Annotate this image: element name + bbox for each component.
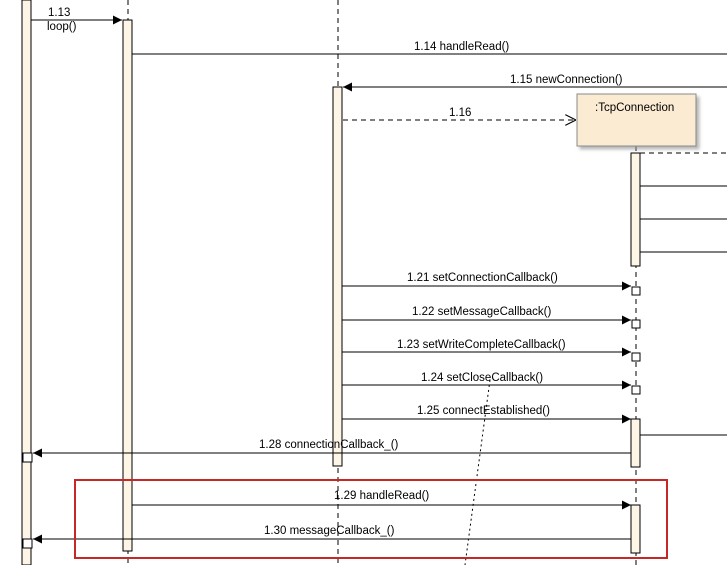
message-label-1-15: 1.15 newConnection() (510, 74, 623, 86)
message-label-1-30: 1.30 messageCallback_() (264, 525, 395, 537)
tcpconnection-object-box (576, 93, 697, 147)
exec-box-1-24 (631, 385, 641, 395)
message-label-1-25: 1.25 connectEstablished() (417, 405, 550, 417)
exec-box-1-21 (631, 286, 641, 296)
activation-bar-tcp-a (630, 152, 641, 267)
highlight-box (74, 479, 668, 559)
exec-box-1-30 (22, 538, 33, 549)
message-label-1-23: 1.23 setWriteCompleteCallback() (397, 339, 566, 351)
message-label-1-21: 1.21 setConnectionCallback() (407, 272, 558, 284)
message-label-1-28: 1.28 connectionCallback_() (259, 439, 399, 451)
exec-box-1-23 (631, 352, 641, 362)
message-label-1-24: 1.24 setCloseCallback() (421, 372, 543, 384)
message-label-1-29: 1.29 handleRead() (334, 490, 429, 502)
tcpconnection-object-label: :TcpConnection (595, 102, 674, 114)
message-label-1-13-number: 1.13 (48, 7, 70, 19)
activation-bar-1 (21, 0, 32, 565)
message-label-1-16: 1.16 (449, 107, 471, 119)
activation-bar-3 (332, 86, 343, 467)
exec-box-1-28 (22, 452, 33, 463)
message-label-1-22: 1.22 setMessageCallback() (412, 306, 552, 318)
note-connector (464, 379, 491, 565)
message-label-1-14: 1.14 handleRead() (414, 41, 509, 53)
activation-bar-tcp-c (630, 504, 641, 554)
message-label-1-13-name: loop() (47, 21, 77, 33)
exec-box-1-22 (631, 319, 641, 329)
activation-bar-tcp-b (630, 418, 641, 468)
activation-bar-2 (122, 19, 133, 552)
